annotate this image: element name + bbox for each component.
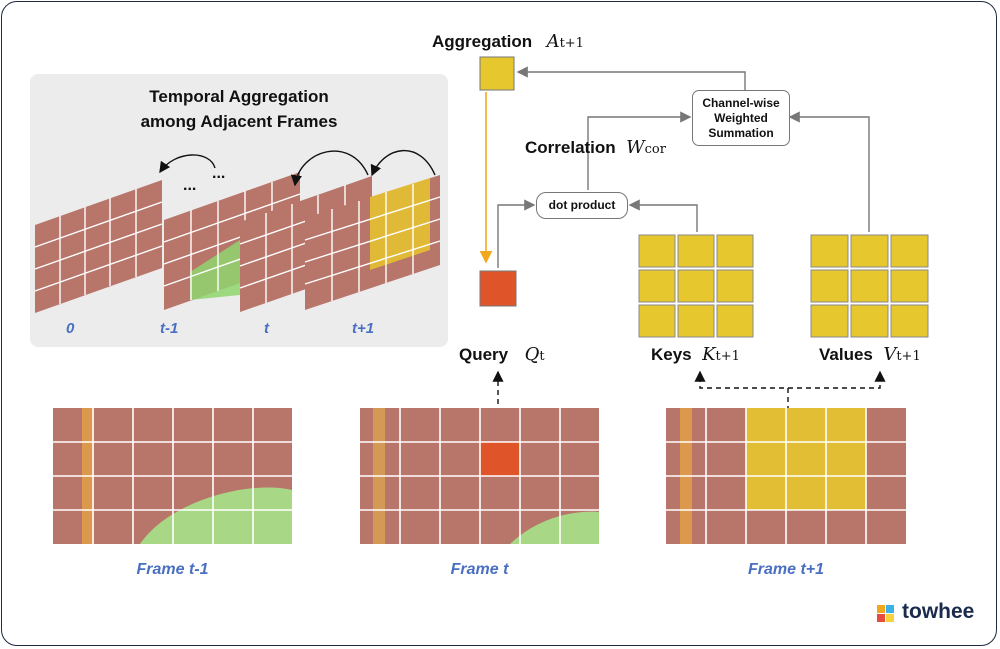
panel-label-t-minus-1: t-1 <box>160 320 179 337</box>
caption-frame-t: Frame t <box>450 561 509 578</box>
query-subscript: t <box>539 349 545 364</box>
query-square <box>479 270 517 307</box>
query-label: Query Qt <box>459 344 545 365</box>
curve-arrow-2 <box>290 150 369 187</box>
panel-title: Temporal Aggregation among Adjacent Fram… <box>30 84 448 134</box>
panel-label-t: t <box>264 320 269 337</box>
query-symbol: Q <box>524 344 540 365</box>
aggregation-label: Aggregation At+1 <box>432 31 584 52</box>
keys-label: Keys Kt+1 <box>651 344 740 365</box>
panel-label-0: 0 <box>66 320 75 337</box>
bottom-frame-t-minus-1 <box>53 408 292 544</box>
values-grid <box>810 234 929 338</box>
arrow-summation-to-aggregation <box>516 66 746 92</box>
panel-title-line1: Temporal Aggregation <box>149 87 329 106</box>
aggregation-output-square <box>479 56 515 91</box>
caption-frame-t-minus-1: Frame t-1 <box>136 561 209 578</box>
ellipsis-1: ... <box>183 177 197 194</box>
dashed-arrow-keys <box>694 370 789 420</box>
panel-title-line2: among Adjacent Frames <box>140 112 338 131</box>
ellipsis-2: ... <box>212 165 226 182</box>
panel-label-t-plus-1: t+1 <box>352 320 375 337</box>
values-label: Values Vt+1 <box>819 344 921 365</box>
arrow-dot-to-summation <box>587 111 692 190</box>
curve-arrow-1 <box>370 149 436 177</box>
values-symbol: V <box>883 344 897 365</box>
correlation-label: Correlation Wcor <box>525 137 666 158</box>
keys-symbol: K <box>702 344 716 365</box>
keys-grid <box>638 234 754 338</box>
keys-subscript: t+1 <box>715 349 740 364</box>
bottom-frame-t-plus-1 <box>666 408 906 544</box>
values-subscript: t+1 <box>896 349 921 364</box>
slanted-frame-0 <box>34 180 163 313</box>
slanted-frame-t-plus-1 <box>304 175 441 310</box>
channel-box-line1: Channel-wise <box>702 95 780 110</box>
towhee-logo-text: towhee <box>902 600 975 623</box>
channel-box-line2: Weighted <box>714 110 768 125</box>
frame-stack <box>34 149 441 313</box>
correlation-subscript: cor <box>644 142 666 157</box>
channel-wise-summation-box: Channel-wise Weighted Summation <box>692 90 790 146</box>
arrow-values-to-summation <box>788 111 870 232</box>
arrow-keys-to-dot <box>628 199 698 232</box>
dot-product-box: dot product <box>536 192 628 219</box>
aggregation-symbol: A <box>546 31 560 52</box>
correlation-symbol: W <box>626 137 645 158</box>
dashed-arrow-values <box>788 370 886 389</box>
channel-box-line3: Summation <box>708 125 774 140</box>
bottom-frame-t <box>360 408 599 544</box>
arrow-query-to-dot <box>497 199 536 268</box>
towhee-logo-icon <box>877 605 894 622</box>
caption-frame-t-plus-1: Frame t+1 <box>747 561 825 578</box>
curve-arrow-3 <box>159 154 216 174</box>
aggregation-subscript: t+1 <box>559 36 584 51</box>
